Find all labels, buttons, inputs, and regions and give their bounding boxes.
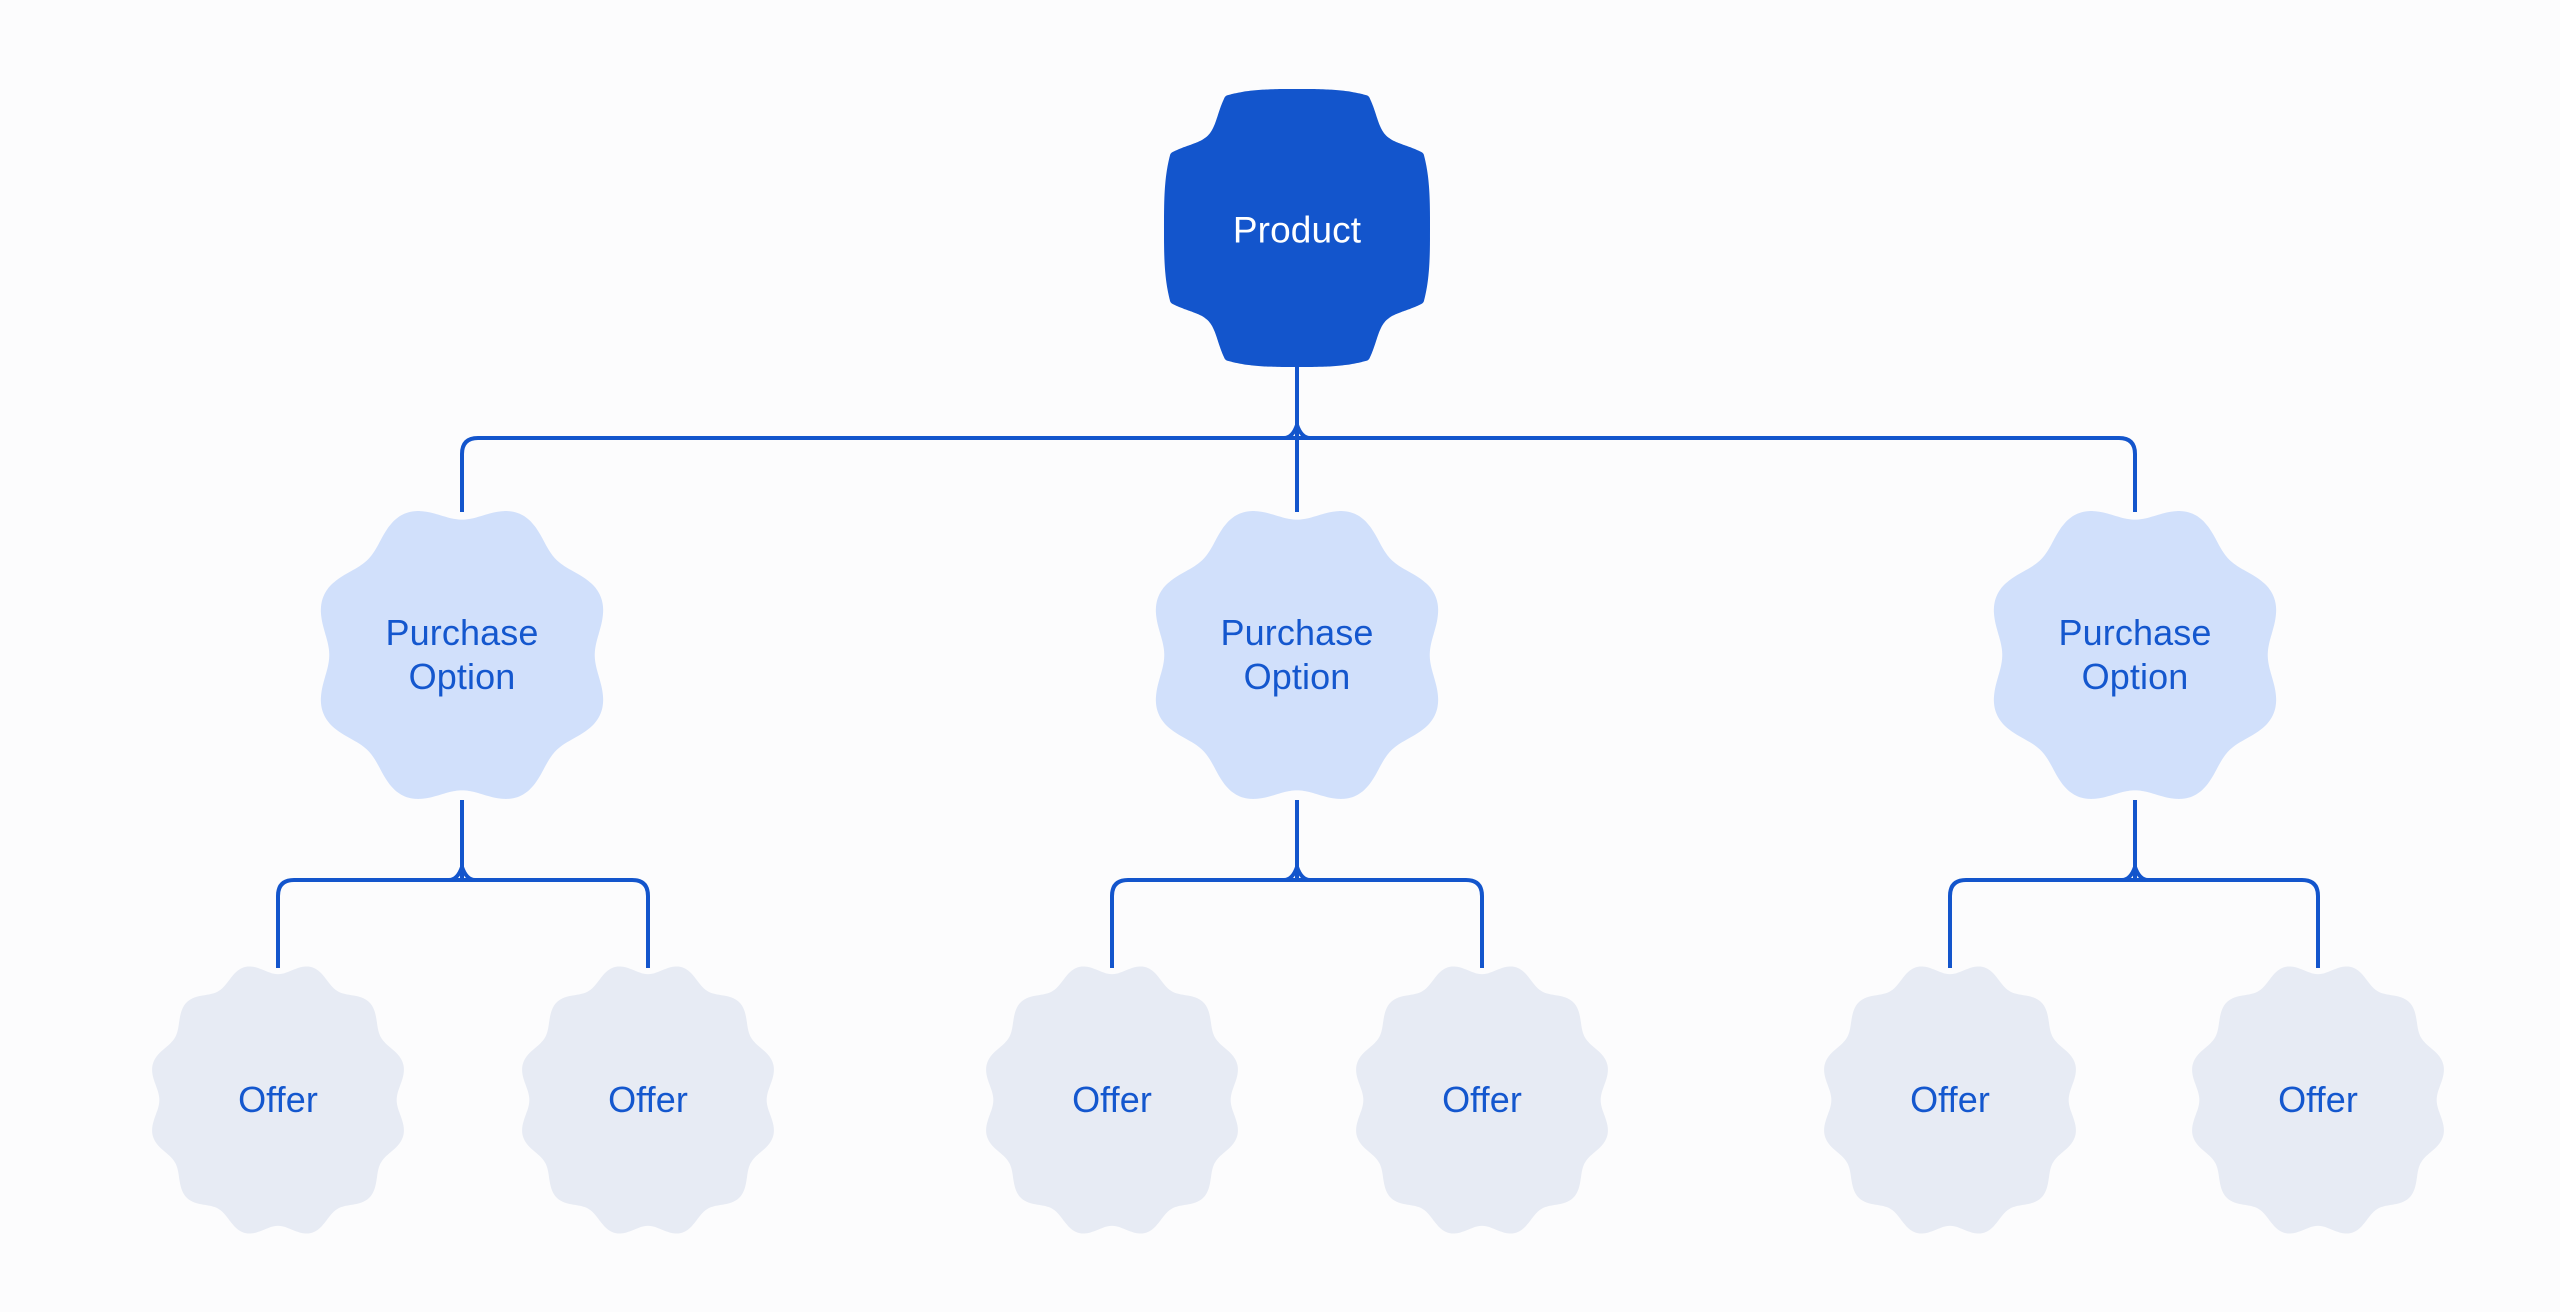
node-purchase-option-2[interactable]: [1993, 511, 2277, 799]
connector-fillet: [1295, 424, 1311, 440]
node-product[interactable]: [1164, 89, 1430, 367]
connector-branch-to-leaves-0: [276, 800, 650, 968]
connector-fillet: [1295, 866, 1311, 882]
connector-fillet: [460, 866, 476, 882]
node-offer-2[interactable]: [986, 966, 1238, 1234]
nodes-layer: [152, 89, 2444, 1234]
node-offer-5[interactable]: [2192, 966, 2444, 1234]
connector-root-to-branches: [460, 355, 2137, 512]
node-offer-1[interactable]: [522, 966, 774, 1234]
node-offer-3[interactable]: [1356, 966, 1608, 1234]
connectors-layer: [276, 355, 2320, 968]
node-purchase-option-0[interactable]: [320, 511, 604, 799]
connector-fillet: [2133, 866, 2149, 882]
connector-branch-to-leaves-1: [1110, 800, 1484, 968]
connector-branch-to-leaves-2: [1948, 800, 2320, 968]
node-offer-0[interactable]: [152, 966, 404, 1234]
node-offer-4[interactable]: [1824, 966, 2076, 1234]
node-purchase-option-1[interactable]: [1155, 511, 1439, 799]
